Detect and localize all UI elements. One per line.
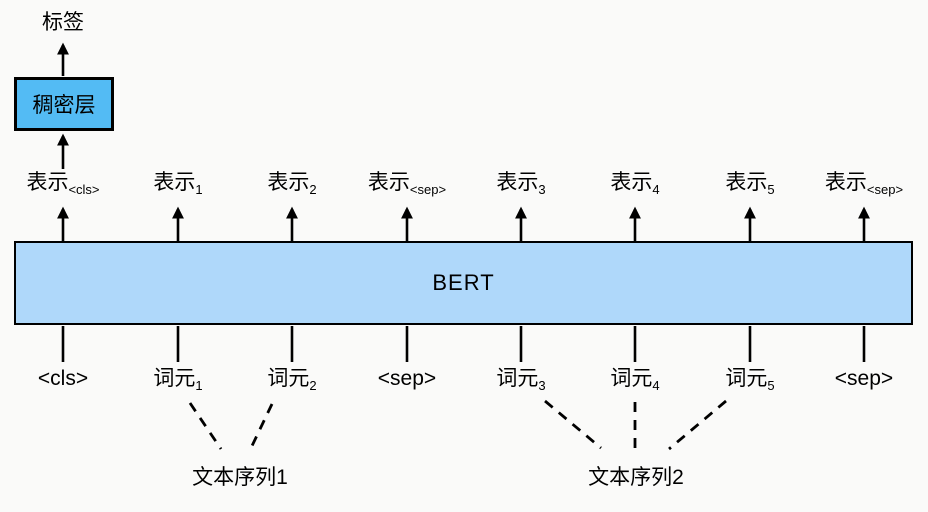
sequence1-dashed-lines <box>188 402 274 450</box>
rep-label-4: 表示4 <box>560 170 710 198</box>
rep-label-sep1: 表示<sep> <box>332 170 482 198</box>
token-base: <sep> <box>834 367 894 390</box>
token-label-4: 词元4 <box>560 366 710 394</box>
sequence1-label: 文本序列1 <box>192 466 288 489</box>
representation-arrows <box>57 206 870 241</box>
token-label-3: 词元3 <box>446 366 596 394</box>
token-base: 词元 <box>725 367 768 390</box>
token-sub: 3 <box>538 378 546 393</box>
rep-sub: 2 <box>309 182 317 197</box>
token-input-lines <box>61 326 866 362</box>
token-sub: 4 <box>652 378 660 393</box>
rep-base: 表示 <box>824 171 867 194</box>
rep-base: 表示 <box>153 171 196 194</box>
rep-sub: <cls> <box>68 182 100 197</box>
token-label-sep1: <sep> <box>332 366 482 394</box>
rep-label-1: 表示1 <box>103 170 253 198</box>
rep-base: 表示 <box>267 171 310 194</box>
bert-label: BERT <box>432 270 495 295</box>
token-label-1: 词元1 <box>103 366 253 394</box>
token-sub: 1 <box>195 378 203 393</box>
sequence2-dashed-lines <box>544 399 727 451</box>
rep-base: 表示 <box>367 171 410 194</box>
rep-base: 表示 <box>725 171 768 194</box>
rep-base: 表示 <box>496 171 539 194</box>
rep-base: 表示 <box>610 171 653 194</box>
dense-layer-label: 稠密层 <box>32 94 96 117</box>
token-base: 词元 <box>267 367 310 390</box>
rep-sub: <sep> <box>409 182 447 197</box>
token-base: 词元 <box>153 367 196 390</box>
token-label-2: 词元2 <box>217 366 367 394</box>
token-label-sep2: <sep> <box>789 366 928 394</box>
token-sub: 2 <box>309 378 317 393</box>
rep-label-2: 表示2 <box>217 170 367 198</box>
token-base: <cls> <box>37 367 89 390</box>
token-base: <sep> <box>377 367 437 390</box>
rep-sub: 5 <box>767 182 775 197</box>
output-label: 标签 <box>42 11 84 34</box>
rep-base: 表示 <box>26 171 69 194</box>
token-base: 词元 <box>496 367 539 390</box>
rep-sub: <sep> <box>866 182 904 197</box>
rep-label-cls: 表示<cls> <box>0 170 138 198</box>
rep-label-5: 表示5 <box>675 170 825 198</box>
token-label-cls: <cls> <box>0 366 138 394</box>
bert-box: BERT <box>14 241 913 325</box>
dense-layer-box: 稠密层 <box>14 77 114 131</box>
token-base: 词元 <box>610 367 653 390</box>
rep-sub: 3 <box>538 182 546 197</box>
rep-sub: 4 <box>652 182 660 197</box>
token-label-5: 词元5 <box>675 366 825 394</box>
rep-label-sep2: 表示<sep> <box>789 170 928 198</box>
token-sub: 5 <box>767 378 775 393</box>
sequence2-label: 文本序列2 <box>588 466 684 489</box>
rep-label-3: 表示3 <box>446 170 596 198</box>
rep-sub: 1 <box>195 182 203 197</box>
